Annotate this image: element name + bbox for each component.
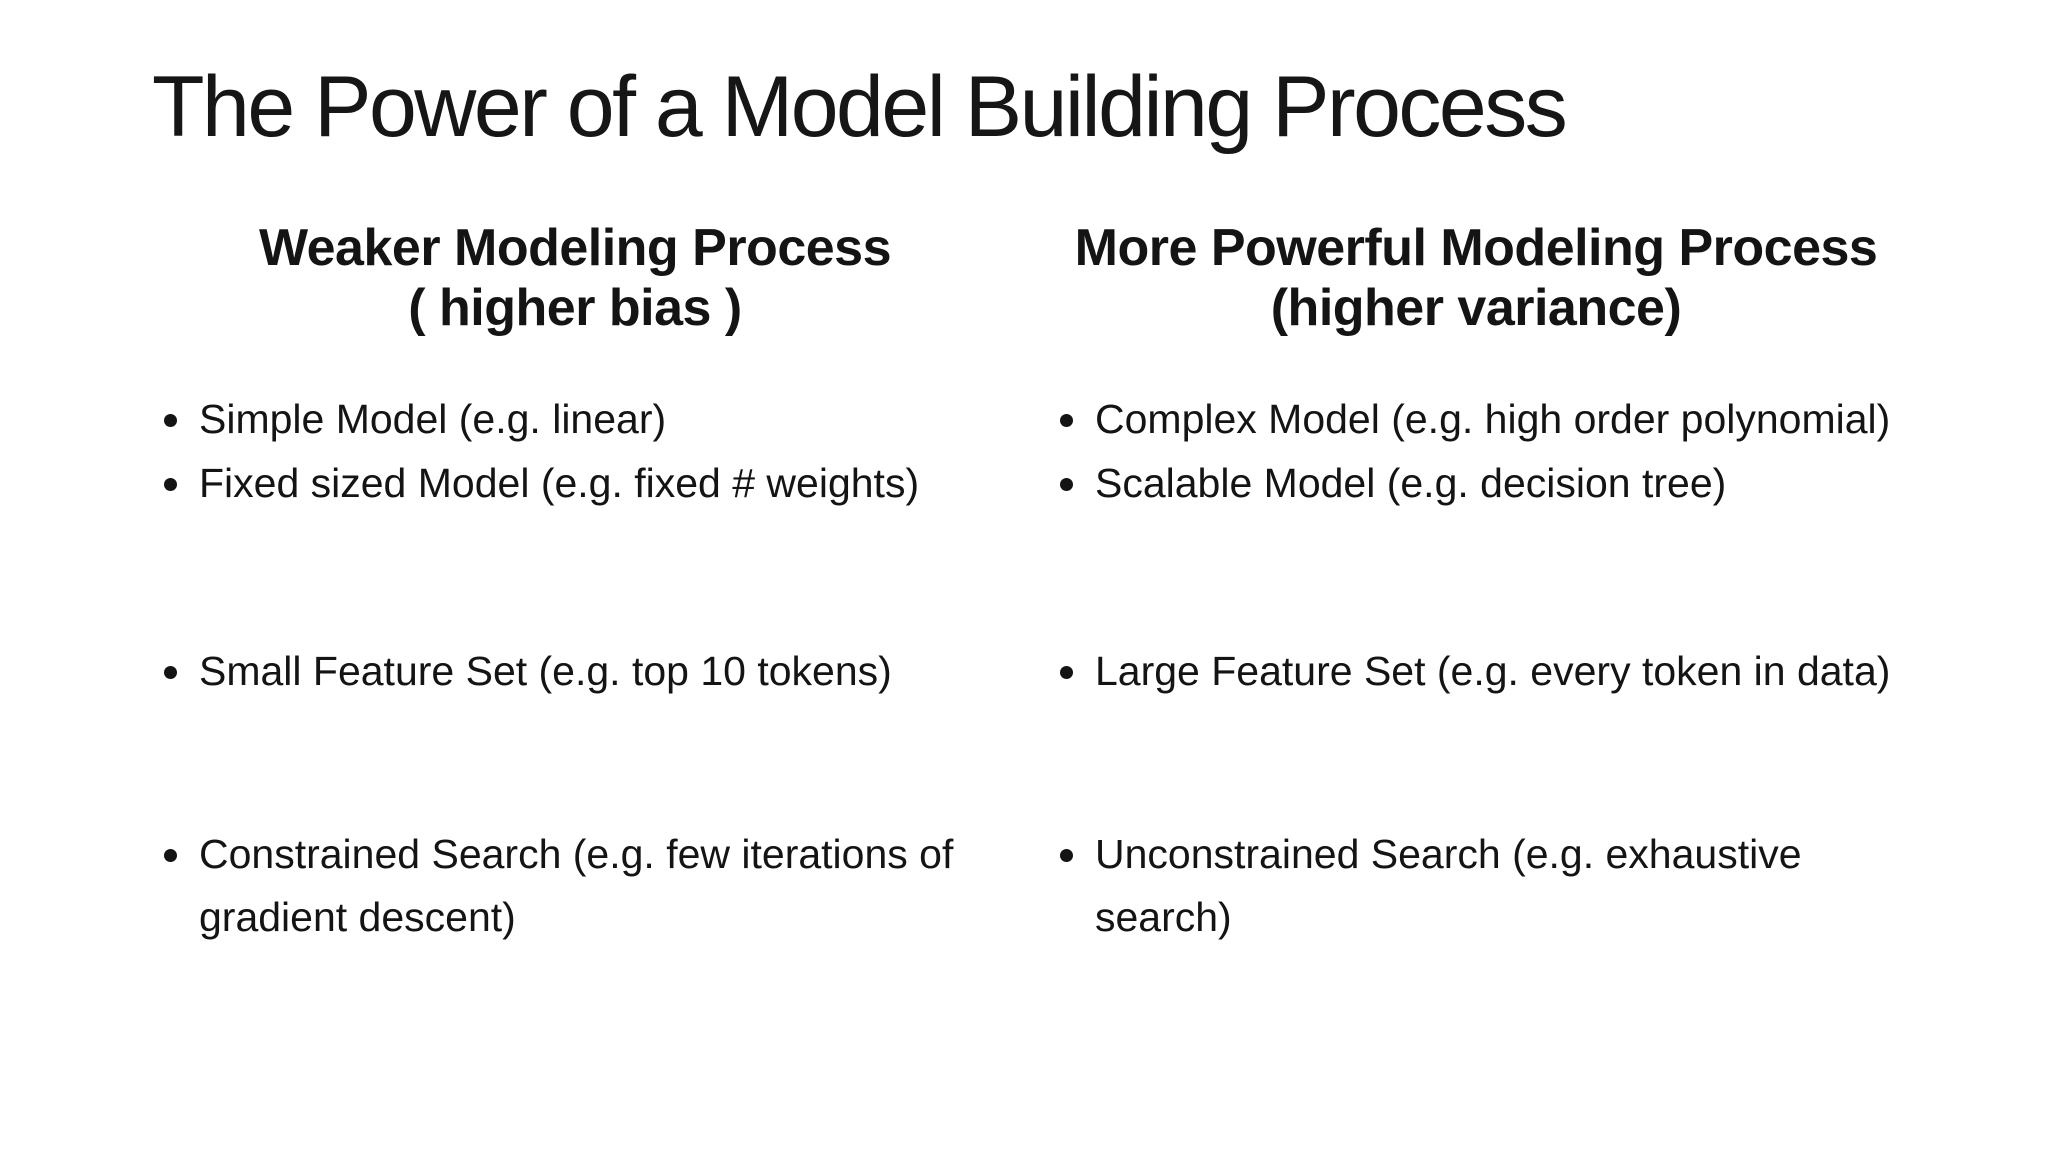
bullet-dot-icon: [164, 414, 177, 427]
bullet-text: Large Feature Set (e.g. every token in d…: [1095, 648, 1891, 694]
bullet-dot-icon: [1060, 414, 1073, 427]
bullet-text: Constrained Search (e.g. few iterations …: [199, 831, 954, 940]
bullet-item-small-feature-set: Small Feature Set (e.g. top 10 tokens): [150, 640, 1000, 703]
bullet-text: Simple Model (e.g. linear): [199, 396, 667, 442]
bullet-item-fixed-sized-model: Fixed sized Model (e.g. fixed # weights): [150, 452, 1000, 515]
bullet-item-complex-model: Complex Model (e.g. high order polynomia…: [1046, 388, 1906, 451]
bullet-text: Complex Model (e.g. high order polynomia…: [1095, 396, 1891, 442]
bullet-item-constrained-search: Constrained Search (e.g. few iterations …: [150, 823, 1000, 949]
bullet-text: Unconstrained Search (e.g. exhaustive se…: [1095, 831, 1802, 940]
bullet-dot-icon: [1060, 478, 1073, 491]
bullet-dot-icon: [164, 849, 177, 862]
bullet-item-large-feature-set: Large Feature Set (e.g. every token in d…: [1046, 640, 1906, 703]
powerful-process-heading-line1: More Powerful Modeling Process: [1074, 219, 1878, 277]
bullet-item-simple-model: Simple Model (e.g. linear): [150, 388, 1000, 451]
bullet-dot-icon: [164, 478, 177, 491]
bullet-item-unconstrained-search: Unconstrained Search (e.g. exhaustive se…: [1046, 823, 1906, 949]
weaker-process-heading-line1: Weaker Modeling Process: [259, 219, 892, 277]
weaker-process-heading-line2: ( higher bias ): [408, 279, 742, 337]
column-powerful-process: More Powerful Modeling Process (higher v…: [1046, 0, 1906, 1152]
powerful-process-heading-line2: (higher variance): [1270, 279, 1682, 337]
bullet-text: Scalable Model (e.g. decision tree): [1095, 460, 1727, 506]
bullet-dot-icon: [1060, 849, 1073, 862]
column-weaker-process: Weaker Modeling Process ( higher bias ) …: [150, 0, 1000, 1152]
weaker-process-heading: Weaker Modeling Process ( higher bias ): [150, 218, 1000, 338]
bullet-text: Fixed sized Model (e.g. fixed # weights): [199, 460, 920, 506]
slide-title: The Power of a Model Building Process: [152, 59, 1568, 155]
bullet-dot-icon: [164, 666, 177, 679]
bullet-item-scalable-model: Scalable Model (e.g. decision tree): [1046, 452, 1906, 515]
powerful-process-heading: More Powerful Modeling Process (higher v…: [1046, 218, 1906, 338]
bullet-text: Small Feature Set (e.g. top 10 tokens): [199, 648, 892, 694]
bullet-dot-icon: [1060, 666, 1073, 679]
